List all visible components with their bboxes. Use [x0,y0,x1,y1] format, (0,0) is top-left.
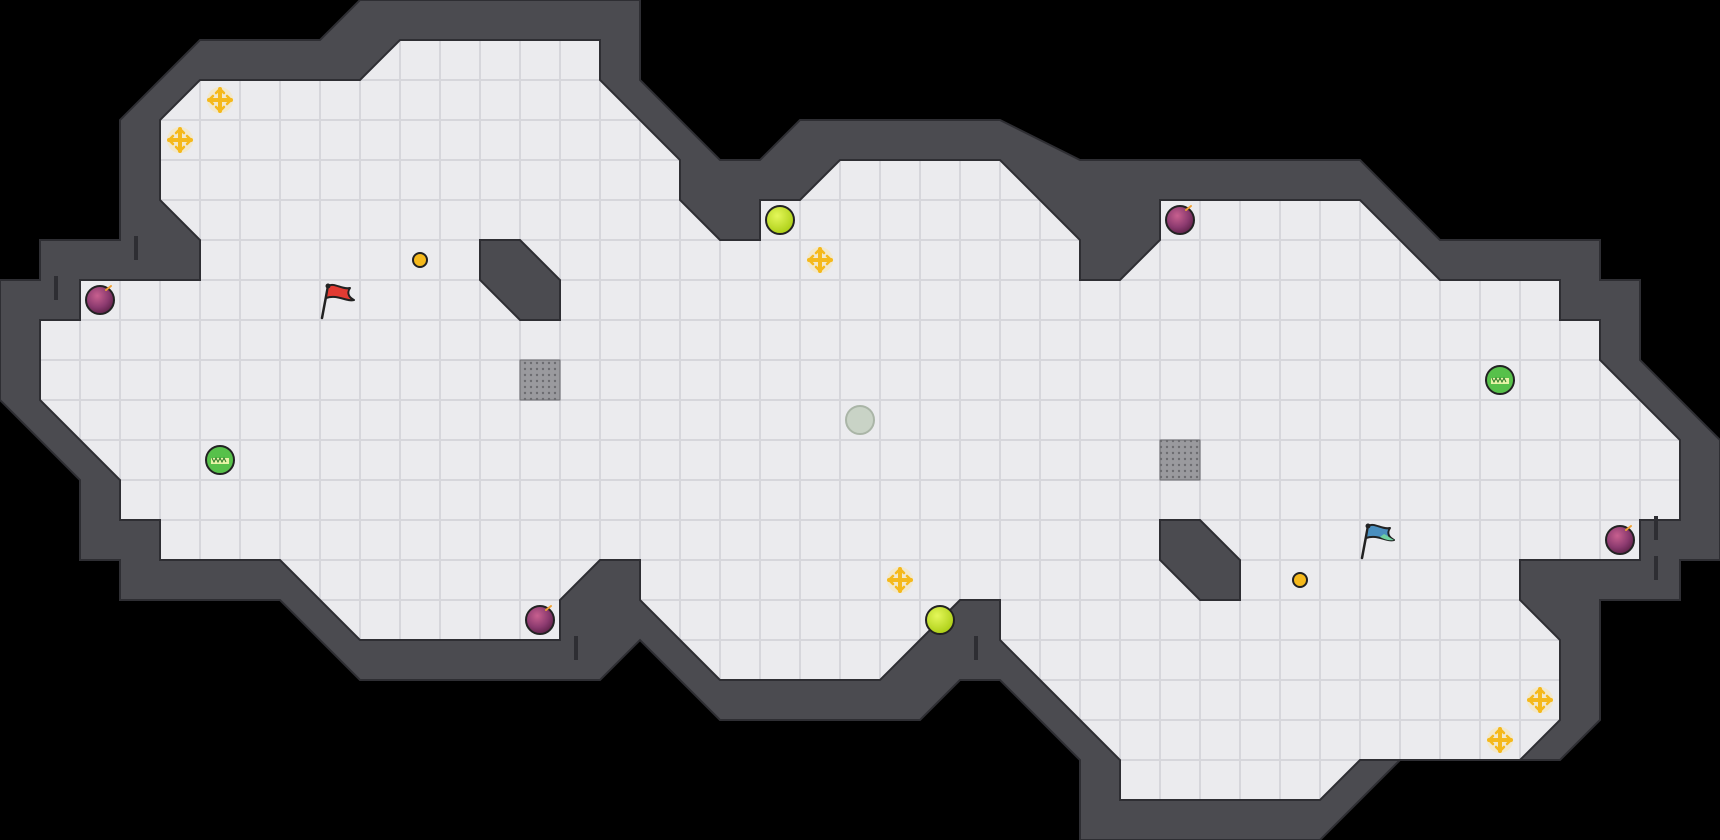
portal [845,405,875,435]
boost-icon [887,567,913,593]
boost-icon [1487,727,1513,753]
inner-obstacles [54,236,1658,660]
diagonal-block-right [1159,519,1241,601]
wall-notch-3 [574,636,578,660]
bomb-icon [525,605,555,635]
portal-icon [845,405,875,435]
token-icon [1292,572,1308,588]
token-icon [412,252,428,268]
bomb-icon [1165,205,1195,235]
wall-notch-4 [974,636,978,660]
bomb-icon [1605,525,1635,555]
small-tokens [412,252,1308,588]
spike-button-icon [205,445,235,475]
boost-icon [1527,687,1553,713]
blue-flag-icon [1360,523,1395,560]
gates [519,359,1201,481]
flags [320,283,1395,560]
gate-tile-left [519,359,561,401]
boost-icon [807,247,833,273]
wall-notch-2 [54,276,58,300]
wall-notch-6 [1654,556,1658,580]
boost-icon [167,127,193,153]
boost-pads [167,87,1553,753]
powerup-icon [765,205,795,235]
wall-notch-5 [1654,516,1658,540]
gate-tile-right [1159,439,1201,481]
wall-notch-1 [134,236,138,260]
powerup-icon [925,605,955,635]
bombs [85,205,1635,635]
red-flag-icon [320,283,355,320]
bomb-icon [85,285,115,315]
diagonal-block-left [479,239,561,321]
spike-buttons [205,365,1515,475]
boost-icon [207,87,233,113]
powerups [765,205,955,635]
spike-button-icon [1485,365,1515,395]
